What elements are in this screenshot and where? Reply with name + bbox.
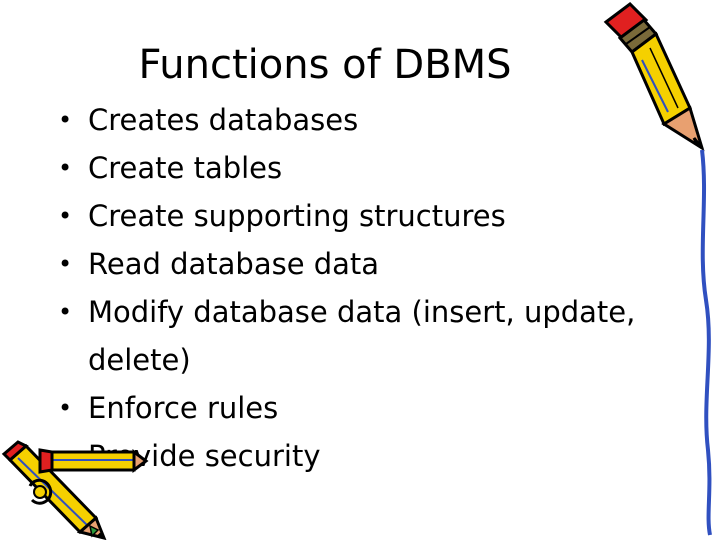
bullet-text: Read database data	[88, 247, 380, 281]
bullet-text: Provide security	[88, 439, 321, 473]
bullet-item: • Modify database data (insert, update, …	[58, 288, 658, 384]
bullet-symbol: •	[58, 250, 73, 278]
bullet-symbol: •	[58, 202, 73, 230]
bullet-item: • Create tables	[58, 144, 658, 192]
slide-title: Functions of DBMS	[138, 42, 512, 88]
bullet-text: Enforce rules	[88, 391, 279, 425]
bullet-symbol: •	[58, 298, 73, 326]
bullet-text: Create supporting structures	[88, 199, 506, 233]
bullet-symbol: •	[58, 106, 73, 134]
bullet-list: • Creates databases • Create tables • Cr…	[58, 96, 658, 480]
pencil-icon	[603, 2, 712, 536]
bullet-text: Creates databases	[88, 103, 359, 137]
bullet-item: • Creates databases	[58, 96, 658, 144]
bullet-item: • Read database data	[58, 240, 658, 288]
bullet-item: • Create supporting structures	[58, 192, 658, 240]
bullet-text: Create tables	[88, 151, 283, 185]
bullet-text: Modify database data (insert, update, de…	[88, 295, 636, 377]
bullet-symbol: •	[58, 154, 73, 182]
bullet-item: • Enforce rules	[58, 384, 658, 432]
bullet-symbol: •	[58, 394, 73, 422]
crossed-pencils-icon	[1, 440, 149, 540]
